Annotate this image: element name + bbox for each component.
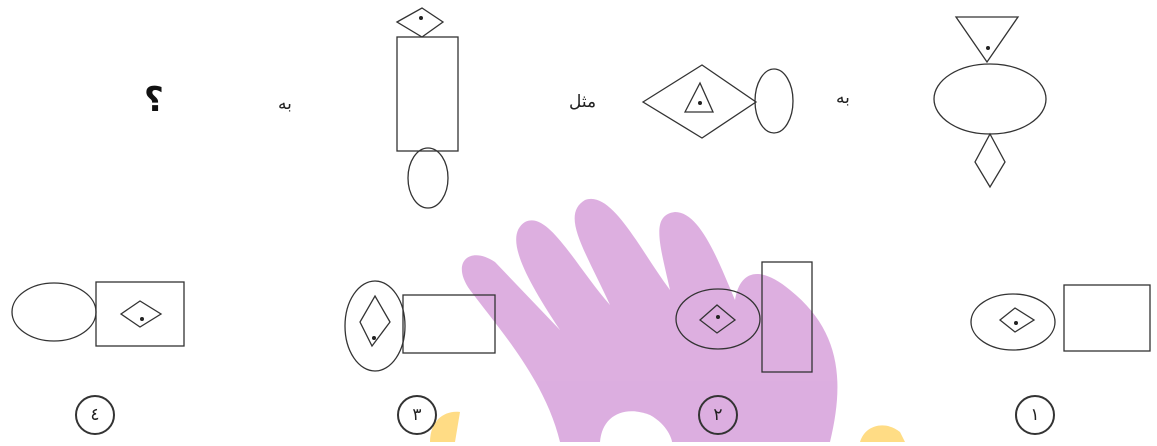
option-3-number[interactable]: ٣ (397, 395, 437, 435)
option-1-figure[interactable] (971, 285, 1150, 351)
word-to-2: به (278, 94, 292, 114)
question-figure (397, 8, 458, 208)
word-to-1: به (836, 88, 850, 108)
word-like: مثل (569, 92, 596, 112)
hand-logo-watermark (430, 199, 905, 442)
example-figure-a (934, 17, 1046, 187)
option-4-figure[interactable] (12, 282, 184, 346)
option-3-figure[interactable] (345, 281, 495, 371)
option-1-number[interactable]: ١ (1015, 395, 1055, 435)
option-2-number[interactable]: ٢ (698, 395, 738, 435)
question-mark: ؟ (144, 80, 164, 120)
example-figure-b (643, 65, 793, 138)
option-4-number[interactable]: ٤ (75, 395, 115, 435)
